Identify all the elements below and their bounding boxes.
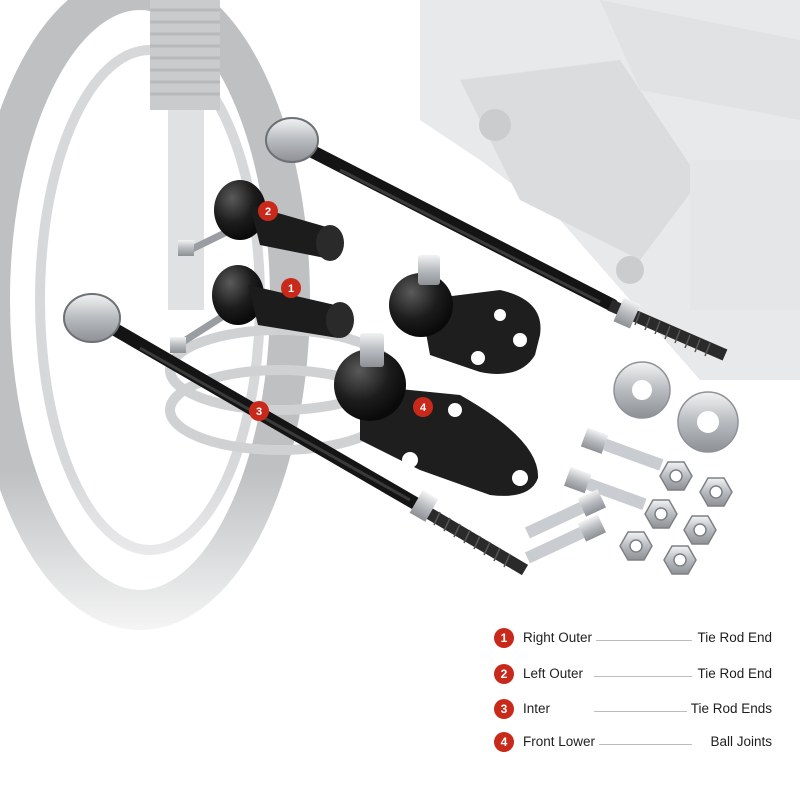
svg-text:2: 2 bbox=[265, 206, 271, 218]
inner-tie-rod-upper bbox=[265, 117, 728, 361]
outer-tie-rod-end-right bbox=[170, 265, 354, 353]
bolts bbox=[524, 427, 664, 564]
svg-text:3: 3 bbox=[256, 406, 262, 418]
legend-number-badge: 3 bbox=[494, 699, 514, 719]
legend-row-1: 1 Right Outer Tie Rod End bbox=[494, 628, 772, 652]
legend-part-position: Right Outer bbox=[523, 630, 597, 645]
callout-badge-3: 3 bbox=[249, 401, 269, 421]
legend-number-badge: 4 bbox=[494, 732, 514, 752]
legend-part-type: Tie Rod End bbox=[693, 666, 772, 681]
legend-part-type: Ball Joints bbox=[706, 734, 772, 749]
legend-number-badge: 1 bbox=[494, 628, 514, 648]
callout-badge-4: 4 bbox=[413, 397, 433, 417]
svg-text:1: 1 bbox=[288, 283, 294, 295]
legend-leader-line bbox=[594, 744, 692, 745]
parts-photo: 1 2 3 4 bbox=[0, 0, 800, 660]
legend-part-position: Front Lower bbox=[523, 734, 600, 749]
legend-leader-line bbox=[594, 676, 692, 677]
ball-joint-lower bbox=[334, 333, 539, 496]
ball-joint-upper bbox=[389, 255, 541, 374]
legend-part-type: Tie Rod End bbox=[693, 630, 772, 645]
legend-part-position: Inter bbox=[523, 701, 555, 716]
lock-washers bbox=[613, 361, 739, 453]
nuts bbox=[619, 461, 733, 575]
background-chassis bbox=[0, 0, 800, 630]
legend-part-position: Left Outer bbox=[523, 666, 588, 681]
legend-row-4: 4 Front Lower Ball Joints bbox=[494, 732, 772, 756]
legend-leader-line bbox=[594, 640, 692, 641]
legend-part-type: Tie Rod Ends bbox=[686, 701, 772, 716]
legend-number-badge: 2 bbox=[494, 664, 514, 684]
legend-leader-line bbox=[594, 711, 692, 712]
svg-text:4: 4 bbox=[420, 402, 427, 414]
callout-badge-2: 2 bbox=[258, 201, 278, 221]
legend-row-2: 2 Left Outer Tie Rod End bbox=[494, 664, 772, 688]
callout-badge-1: 1 bbox=[281, 278, 301, 298]
legend-row-3: 3 Inter Tie Rod Ends bbox=[494, 699, 772, 723]
